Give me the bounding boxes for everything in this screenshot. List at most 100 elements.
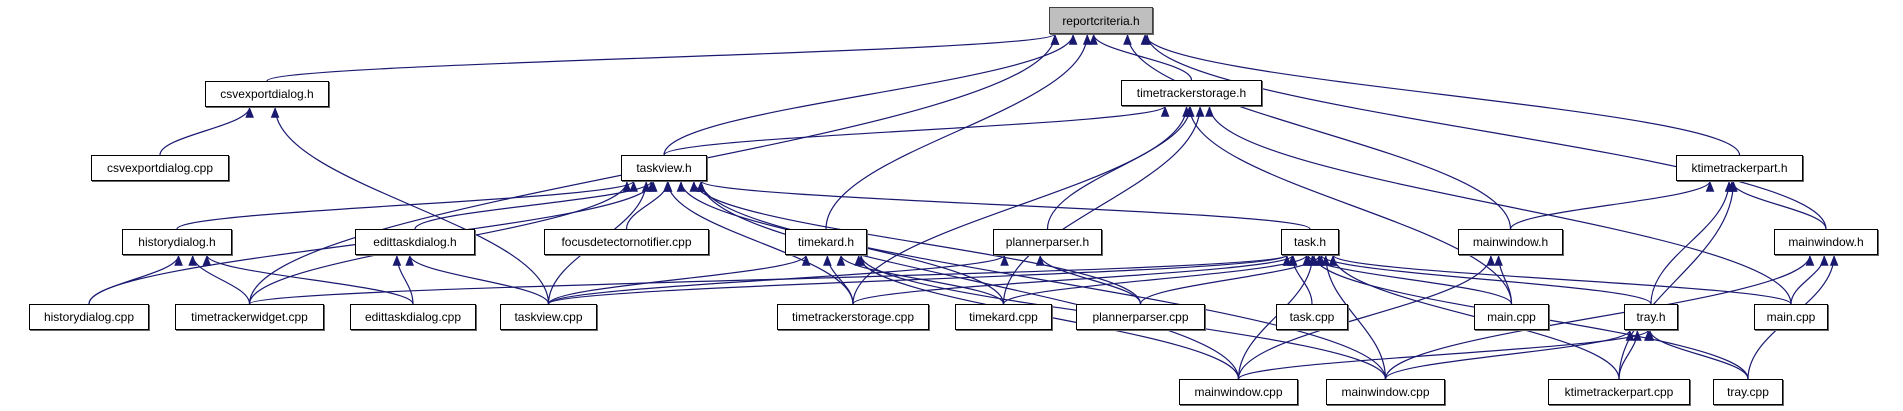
edge-timetrackerstorage-cpp-to-timetrackerstorage-h bbox=[852, 105, 1191, 305]
node-tray-h[interactable]: tray.h bbox=[1624, 304, 1678, 330]
node-plannerparser-cpp[interactable]: plannerparser.cpp bbox=[1076, 304, 1205, 330]
node-timetrackerstorage-h[interactable]: timetrackerstorage.h bbox=[1121, 80, 1262, 106]
edge-timetrackerstorage-cpp-to-taskview-h bbox=[663, 180, 854, 305]
edge-mainwindow-cpp-2-to-tray-h bbox=[1384, 329, 1635, 380]
node-mainwindow-h-2[interactable]: mainwindow.h bbox=[1774, 229, 1878, 255]
edge-main-cpp-2-to-mainwindow-h-2 bbox=[1790, 254, 1829, 305]
edge-edittaskdialog-h-to-taskview-h bbox=[414, 180, 656, 230]
node-historydialog-cpp[interactable]: historydialog.cpp bbox=[29, 304, 149, 330]
node-label: main.cpp bbox=[1766, 310, 1816, 324]
edge-mainwindow-cpp-1-to-mainwindow-h-1 bbox=[1237, 254, 1496, 380]
node-timetrackerstorage-cpp[interactable]: timetrackerstorage.cpp bbox=[777, 304, 929, 330]
edge-ktimetrackerpart-cpp-to-tray-h bbox=[1618, 329, 1642, 380]
node-timetrackerwidget-cpp[interactable]: timetrackerwidget.cpp bbox=[175, 304, 324, 330]
node-label: reportcriteria.h bbox=[1062, 13, 1140, 28]
edge-edittaskdialog-cpp-to-edittaskdialog-h bbox=[392, 254, 414, 305]
edge-focusdetectornotifier-cpp-to-taskview-h bbox=[625, 180, 673, 230]
node-csvexportdialog-cpp[interactable]: csvexportdialog.cpp bbox=[91, 155, 229, 181]
node-label: task.cpp bbox=[1289, 310, 1335, 324]
node-label: tray.h bbox=[1636, 310, 1666, 324]
edge-taskview-cpp-to-timekard-h bbox=[547, 254, 811, 305]
node-label: mainwindow.h bbox=[1472, 235, 1549, 249]
edge-tray-h-to-task-h bbox=[1316, 254, 1652, 305]
node-timekard-cpp[interactable]: timekard.cpp bbox=[955, 304, 1052, 330]
node-tray-cpp[interactable]: tray.cpp bbox=[1713, 379, 1783, 405]
edge-historydialog-h-to-taskview-h bbox=[176, 180, 638, 230]
node-mainwindow-cpp-1[interactable]: mainwindow.cpp bbox=[1179, 379, 1298, 405]
node-label: plannerparser.cpp bbox=[1092, 310, 1189, 324]
edge-mainwindow-cpp-2-to-mainwindow-h-2 bbox=[1384, 254, 1815, 380]
edge-tray-h-to-ktimetrackerpart-h bbox=[1650, 180, 1734, 305]
node-label: taskview.cpp bbox=[514, 310, 583, 324]
edge-csvexportdialog-cpp-to-csvexportdialog-h bbox=[159, 106, 254, 156]
edge-taskview-h-to-reportcriteria-h bbox=[663, 33, 1078, 156]
node-ktimetrackerpart-h[interactable]: ktimetrackerpart.h bbox=[1676, 155, 1803, 181]
edge-timekard-h-to-reportcriteria-h bbox=[825, 33, 1092, 230]
node-label: mainwindow.cpp bbox=[1341, 385, 1430, 399]
node-reportcriteria-h: reportcriteria.h bbox=[1049, 7, 1153, 34]
edge-main-cpp-1-to-mainwindow-h-1 bbox=[1494, 254, 1513, 305]
edge-plannerparser-h-to-timetrackerstorage-h bbox=[1046, 105, 1195, 230]
edge-mainwindow-h-1-to-reportcriteria-h bbox=[1123, 33, 1512, 230]
node-focusdetectornotifier-cpp[interactable]: focusdetectornotifier.cpp bbox=[544, 229, 709, 255]
node-task-cpp[interactable]: task.cpp bbox=[1276, 304, 1348, 330]
edge-ktimetrackerpart-h-to-reportcriteria-h bbox=[1140, 33, 1741, 156]
node-label: plannerparser.h bbox=[1005, 235, 1090, 249]
node-ktimetrackerpart-cpp[interactable]: ktimetrackerpart.cpp bbox=[1548, 379, 1690, 405]
node-main-cpp-1[interactable]: main.cpp bbox=[1474, 304, 1549, 330]
node-edittaskdialog-h[interactable]: edittaskdialog.h bbox=[355, 229, 475, 255]
edge-taskview-cpp-to-edittaskdialog-h bbox=[405, 254, 550, 305]
edge-timetrackerwidget-cpp-to-task-h bbox=[248, 254, 1291, 305]
edge-csvexportdialog-h-to-reportcriteria-h bbox=[266, 33, 1059, 82]
edge-ktimetrackerpart-cpp-to-ktimetrackerpart-h bbox=[1618, 180, 1738, 380]
node-label: ktimetrackerpart.h bbox=[1691, 161, 1788, 175]
node-edittaskdialog-cpp[interactable]: edittaskdialog.cpp bbox=[350, 304, 476, 330]
node-csvexportdialog-h[interactable]: csvexportdialog.h bbox=[205, 81, 329, 107]
node-label: timekard.h bbox=[797, 235, 855, 249]
edge-main-cpp-2-to-timetrackerstorage-h bbox=[1205, 105, 1792, 305]
node-taskview-h[interactable]: taskview.h bbox=[621, 155, 707, 181]
edge-mainwindow-cpp-1-to-task-h bbox=[1237, 254, 1317, 380]
node-plannerparser-h[interactable]: plannerparser.h bbox=[993, 229, 1102, 255]
node-label: mainwindow.h bbox=[1788, 235, 1864, 249]
edge-mainwindow-cpp-1-to-taskview-h bbox=[696, 180, 1240, 380]
edge-plannerparser-cpp-to-plannerparser-h bbox=[1035, 254, 1142, 305]
node-label: task.h bbox=[1293, 235, 1326, 249]
node-main-cpp-2[interactable]: main.cpp bbox=[1754, 304, 1828, 330]
edge-timetrackerstorage-cpp-to-timekard-h bbox=[823, 254, 854, 305]
node-mainwindow-cpp-2[interactable]: mainwindow.cpp bbox=[1326, 379, 1445, 405]
edge-main-cpp-1-to-timetrackerstorage-h bbox=[1185, 105, 1513, 305]
edge-task-h-to-taskview-h bbox=[697, 180, 1311, 230]
node-label: timetrackerstorage.cpp bbox=[791, 310, 915, 324]
node-label: timetrackerwidget.cpp bbox=[191, 310, 308, 324]
edge-mainwindow-cpp-2-to-task-h bbox=[1321, 254, 1387, 380]
node-label: edittaskdialog.cpp bbox=[364, 310, 462, 324]
node-label: historydialog.h bbox=[138, 235, 216, 249]
edge-mainwindow-h-2-to-ktimetrackerpart-h bbox=[1727, 180, 1827, 230]
edge-mainwindow-cpp-2-to-taskview-h bbox=[696, 180, 1387, 380]
node-historydialog-h[interactable]: historydialog.h bbox=[122, 229, 232, 255]
edge-mainwindow-h-1-to-ktimetrackerpart-h bbox=[1509, 180, 1715, 230]
edge-edittaskdialog-cpp-to-historydialog-h bbox=[202, 254, 414, 305]
edge-taskview-h-to-timetrackerstorage-h bbox=[663, 105, 1170, 156]
edge-taskview-cpp-to-csvexportdialog-h bbox=[270, 106, 550, 305]
edge-main-cpp-2-to-task-h bbox=[1328, 254, 1792, 305]
edge-mainwindow-h-2-to-reportcriteria-h bbox=[1142, 33, 1827, 230]
edge-plannerparser-cpp-to-taskview-h bbox=[689, 180, 1142, 305]
node-label: mainwindow.cpp bbox=[1194, 385, 1283, 399]
node-label: edittaskdialog.h bbox=[373, 235, 457, 249]
node-label: ktimetrackerpart.cpp bbox=[1564, 385, 1674, 399]
node-timekard-h[interactable]: timekard.h bbox=[785, 229, 867, 255]
node-label: tray.cpp bbox=[1727, 385, 1769, 399]
edge-timetrackerstorage-h-to-reportcriteria-h bbox=[1089, 33, 1193, 81]
node-task-h[interactable]: task.h bbox=[1281, 229, 1339, 255]
node-mainwindow-h-1[interactable]: mainwindow.h bbox=[1458, 229, 1563, 255]
edge-timetrackerstorage-cpp-to-task-h bbox=[852, 254, 1298, 305]
edge-timekard-cpp-to-task-h bbox=[1002, 254, 1311, 305]
edge-tray-cpp-to-tray-h bbox=[1645, 329, 1749, 380]
edge-task-cpp-to-task-h bbox=[1287, 254, 1313, 305]
node-taskview-cpp[interactable]: taskview.cpp bbox=[500, 304, 597, 330]
node-label: csvexportdialog.cpp bbox=[106, 161, 214, 175]
edge-taskview-cpp-to-task-h bbox=[547, 254, 1291, 305]
node-label: csvexportdialog.h bbox=[220, 87, 314, 101]
